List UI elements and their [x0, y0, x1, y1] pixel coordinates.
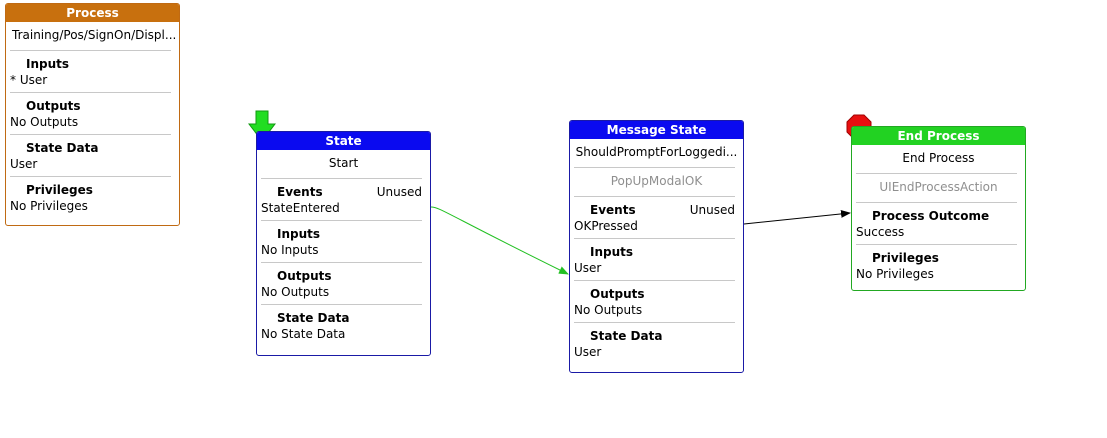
events-status: Unused: [376, 185, 422, 199]
process-inputs-section: Inputs * User: [6, 51, 179, 88]
section-title: Privileges: [26, 183, 93, 197]
events-status: Unused: [689, 203, 735, 217]
state-events-section: Events Unused StateEntered: [257, 179, 430, 216]
section-title: Outputs: [590, 287, 645, 301]
section-title: Events: [277, 185, 323, 199]
state-inputs-section: Inputs No Inputs: [257, 221, 430, 258]
message-state-title: Message State: [570, 121, 743, 139]
message-state-data-section: State Data User: [570, 323, 743, 360]
section-value: No Outputs: [261, 285, 330, 299]
end-privileges-section: Privileges No Privileges: [852, 245, 1025, 282]
end-process-name: End Process: [902, 151, 975, 165]
section-title: State Data: [26, 141, 99, 155]
section-title: Process Outcome: [872, 209, 990, 223]
divider: [261, 262, 422, 263]
process-outcome-section: Process Outcome Success: [852, 203, 1025, 240]
section-value: No Outputs: [574, 303, 643, 317]
section-title: Outputs: [26, 99, 81, 113]
section-value: No State Data: [261, 327, 346, 341]
divider: [261, 178, 422, 179]
end-process-node[interactable]: End Process End Process UIEndProcessActi…: [851, 126, 1026, 291]
process-node-title: Process: [6, 4, 179, 22]
divider: [574, 238, 735, 239]
message-events-section: Events Unused OKPressed: [570, 197, 743, 234]
section-value: No Outputs: [10, 115, 79, 129]
state-node-title: State: [257, 132, 430, 150]
message-inputs-section: Inputs User: [570, 239, 743, 276]
section-value: Success: [856, 225, 905, 239]
end-process-title: End Process: [852, 127, 1025, 145]
section-title: Privileges: [872, 251, 939, 265]
divider: [10, 92, 171, 93]
divider: [10, 134, 171, 135]
section-title: State Data: [590, 329, 663, 343]
process-path: Training/Pos/SignOn/Displ...: [12, 28, 177, 42]
section-value: User: [10, 157, 38, 171]
divider: [856, 173, 1017, 174]
divider: [574, 196, 735, 197]
message-state-action: PopUpModalOK: [610, 174, 703, 188]
state-node[interactable]: State Start Events Unused StateEntered I…: [256, 131, 431, 356]
message-outputs-section: Outputs No Outputs: [570, 281, 743, 318]
section-value: * User: [10, 73, 48, 87]
section-title: Outputs: [277, 269, 332, 283]
section-title: State Data: [277, 311, 350, 325]
state-data-section: State Data No State Data: [257, 305, 430, 342]
section-title: Events: [590, 203, 636, 217]
divider: [856, 244, 1017, 245]
divider: [856, 202, 1017, 203]
end-process-action: UIEndProcessAction: [879, 180, 998, 194]
divider: [10, 50, 171, 51]
divider: [574, 167, 735, 168]
section-value: No Privileges: [10, 199, 88, 213]
divider: [10, 176, 171, 177]
section-value: User: [574, 345, 602, 359]
section-value: User: [574, 261, 602, 275]
process-outputs-section: Outputs No Outputs: [6, 93, 179, 130]
divider: [261, 304, 422, 305]
connector-message-to-end[interactable]: [743, 209, 851, 225]
section-title: Inputs: [26, 57, 70, 71]
divider: [574, 322, 735, 323]
process-node[interactable]: Process Training/Pos/SignOn/Displ... Inp…: [5, 3, 180, 226]
section-value: StateEntered: [261, 201, 340, 215]
message-state-name: ShouldPromptForLoggedi...: [575, 145, 738, 159]
state-name: Start: [328, 156, 359, 170]
process-state-data-section: State Data User: [6, 135, 179, 172]
divider: [261, 220, 422, 221]
divider: [574, 280, 735, 281]
section-value: No Privileges: [856, 267, 934, 281]
connector-state-to-message[interactable]: [430, 206, 569, 275]
section-value: OKPressed: [574, 219, 638, 233]
section-value: No Inputs: [261, 243, 319, 257]
message-state-node[interactable]: Message State ShouldPromptForLoggedi... …: [569, 120, 744, 373]
section-title: Inputs: [277, 227, 321, 241]
section-title: Inputs: [590, 245, 634, 259]
state-outputs-section: Outputs No Outputs: [257, 263, 430, 300]
process-privileges-section: Privileges No Privileges: [6, 177, 179, 214]
